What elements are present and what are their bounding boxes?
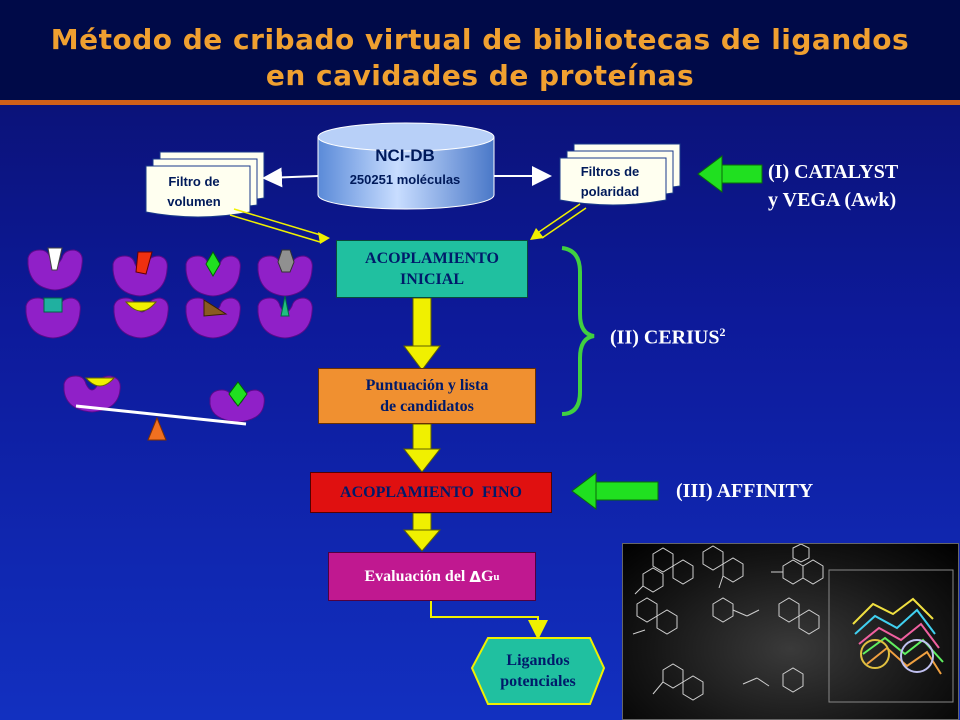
volume-filter-label: Filtro de volumen bbox=[146, 172, 242, 212]
cerius-label: (II) CERIUS2 bbox=[610, 325, 725, 350]
ligands-line2: potenciales bbox=[500, 673, 576, 690]
cerius-text: (II) CERIUS bbox=[610, 326, 720, 349]
database-count: 250251 moléculas bbox=[349, 172, 461, 187]
volume-filter-line1: Filtro de bbox=[168, 174, 220, 189]
gibbs-subscript: u bbox=[493, 570, 500, 583]
initial-docking-box: ACOPLAMIENTO INICIAL bbox=[336, 240, 528, 298]
polarity-filter-line1: Filtros de bbox=[580, 164, 640, 179]
protein-ligand-grid bbox=[25, 249, 313, 423]
evaluation-to-ligands-connector bbox=[430, 601, 548, 640]
cerius-bracket bbox=[561, 246, 595, 416]
balance-scale bbox=[75, 404, 247, 441]
gibbs-symbol: G bbox=[480, 567, 494, 585]
title-line-1: Método de cribado virtual de bibliotecas… bbox=[50, 23, 910, 56]
volume-filter-docs bbox=[145, 151, 265, 218]
slide-title: Método de cribado virtual de bibliotecas… bbox=[0, 0, 960, 94]
catalyst-line2: y VEGA (Awk) bbox=[768, 189, 897, 211]
scoring-line1: Puntuación y lista bbox=[365, 377, 489, 394]
affinity-green-arrow bbox=[571, 472, 659, 510]
initial-docking-line1: ACOPLAMIENTO bbox=[365, 250, 499, 267]
polarity-filter-line2: polaridad bbox=[580, 184, 640, 199]
polarity-filter-docs bbox=[559, 143, 681, 206]
filter-to-docking-lines bbox=[229, 203, 587, 244]
catalyst-line1: (I) CATALYST bbox=[768, 161, 899, 183]
affinity-label: (III) AFFINITY bbox=[676, 480, 813, 503]
cerius-superscript: 2 bbox=[719, 325, 726, 339]
ligand-shapes bbox=[43, 247, 295, 407]
scoring-line2: de candidatos bbox=[380, 398, 474, 415]
flow-arrow-2 bbox=[402, 423, 442, 473]
volume-filter-line2: volumen bbox=[167, 194, 221, 209]
evaluation-label: Evaluación del bbox=[364, 567, 470, 585]
flow-arrow-1 bbox=[403, 297, 441, 371]
initial-docking-line2: INICIAL bbox=[399, 271, 464, 288]
affinity-text: (III) AFFINITY bbox=[676, 480, 814, 502]
scoring-box: Puntuación y lista de candidatos bbox=[318, 368, 536, 424]
ligands-line1: Ligandos bbox=[506, 652, 570, 669]
database-name: NCI-DB bbox=[375, 146, 435, 165]
database-cylinder bbox=[317, 122, 495, 210]
db-to-volume-arrow bbox=[262, 167, 319, 188]
title-bar: Método de cribado virtual de bibliotecas… bbox=[0, 0, 960, 104]
title-line-2: en cavidades de proteínas bbox=[265, 59, 695, 92]
fine-docking-box: ACOPLAMIENTO FINO bbox=[310, 472, 552, 513]
fine-docking-label: ACOPLAMIENTO FINO bbox=[340, 483, 522, 501]
title-divider bbox=[0, 100, 960, 105]
catalyst-green-arrow bbox=[697, 155, 763, 193]
flow-arrow-3 bbox=[402, 512, 442, 552]
delta-symbol: Δ bbox=[469, 567, 481, 586]
polarity-filter-label: Filtros de polaridad bbox=[560, 162, 660, 202]
molecular-structures-image bbox=[622, 543, 959, 720]
catalyst-label: (I) CATALYST y VEGA (Awk) bbox=[768, 158, 898, 214]
potential-ligands-label: Ligandos potenciales bbox=[478, 640, 598, 702]
molecule-drawings bbox=[632, 544, 954, 703]
